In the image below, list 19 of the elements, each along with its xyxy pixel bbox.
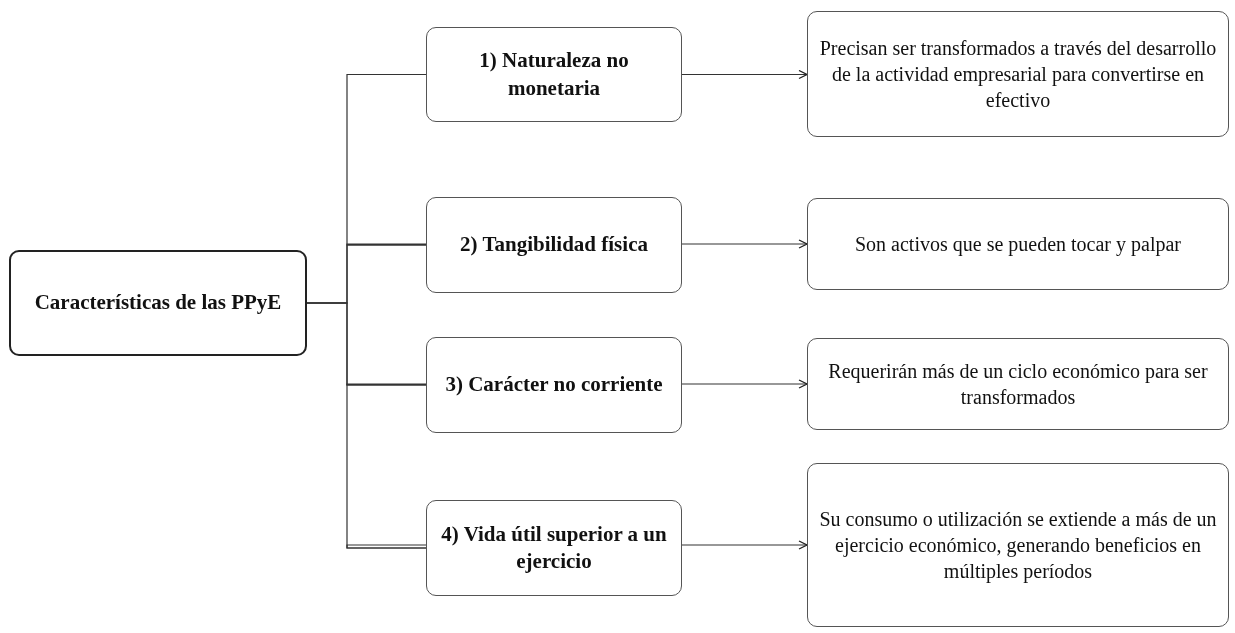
box-title: Características de las PPyE bbox=[34, 289, 282, 317]
box-title: 4) Vida útil superior a un ejercicio bbox=[440, 520, 668, 575]
category-box bbox=[426, 197, 682, 293]
arrow bbox=[681, 69, 808, 80]
category-box bbox=[426, 337, 682, 433]
category-box bbox=[426, 500, 682, 596]
description-text: Requerirán más de un ciclo económico para ser transformados bbox=[827, 359, 1209, 410]
box-title: 3) Carácter no corriente bbox=[445, 371, 663, 399]
box-title: 1) Naturaleza no monetaria bbox=[478, 47, 630, 102]
description-box bbox=[807, 11, 1229, 137]
description-box bbox=[807, 198, 1229, 290]
root-box bbox=[9, 250, 307, 356]
description-text: Precisan ser transformados a través del desarrollo de la actividad empresarial para convertirse en efectivo bbox=[818, 36, 1218, 113]
box-title: 2) Tangibilidad física bbox=[460, 231, 648, 259]
category-box bbox=[426, 27, 682, 122]
description-text: Su consumo o utilización se extiende a más de un ejercicio económico, generando beneficios en múltiples períodos bbox=[818, 507, 1218, 584]
description-text: Son activos que se pueden tocar y palpar bbox=[855, 232, 1181, 257]
description-box bbox=[807, 463, 1229, 627]
description-box bbox=[807, 338, 1229, 430]
